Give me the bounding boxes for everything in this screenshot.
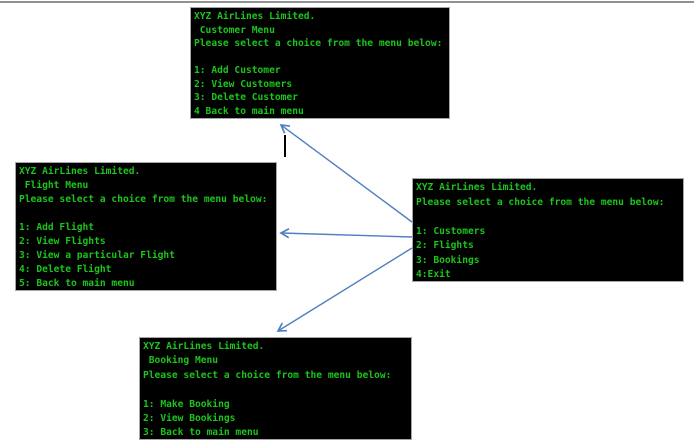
text-cursor-mark bbox=[284, 135, 286, 157]
arrow-main-to-booking bbox=[276, 247, 413, 332]
top-divider-rule bbox=[0, 1, 694, 3]
arrow-main-to-customer bbox=[279, 123, 413, 223]
main-menu-console: XYZ AirLines Limited.Please select a cho… bbox=[412, 178, 684, 282]
arrow-main-to-flight bbox=[279, 228, 413, 239]
